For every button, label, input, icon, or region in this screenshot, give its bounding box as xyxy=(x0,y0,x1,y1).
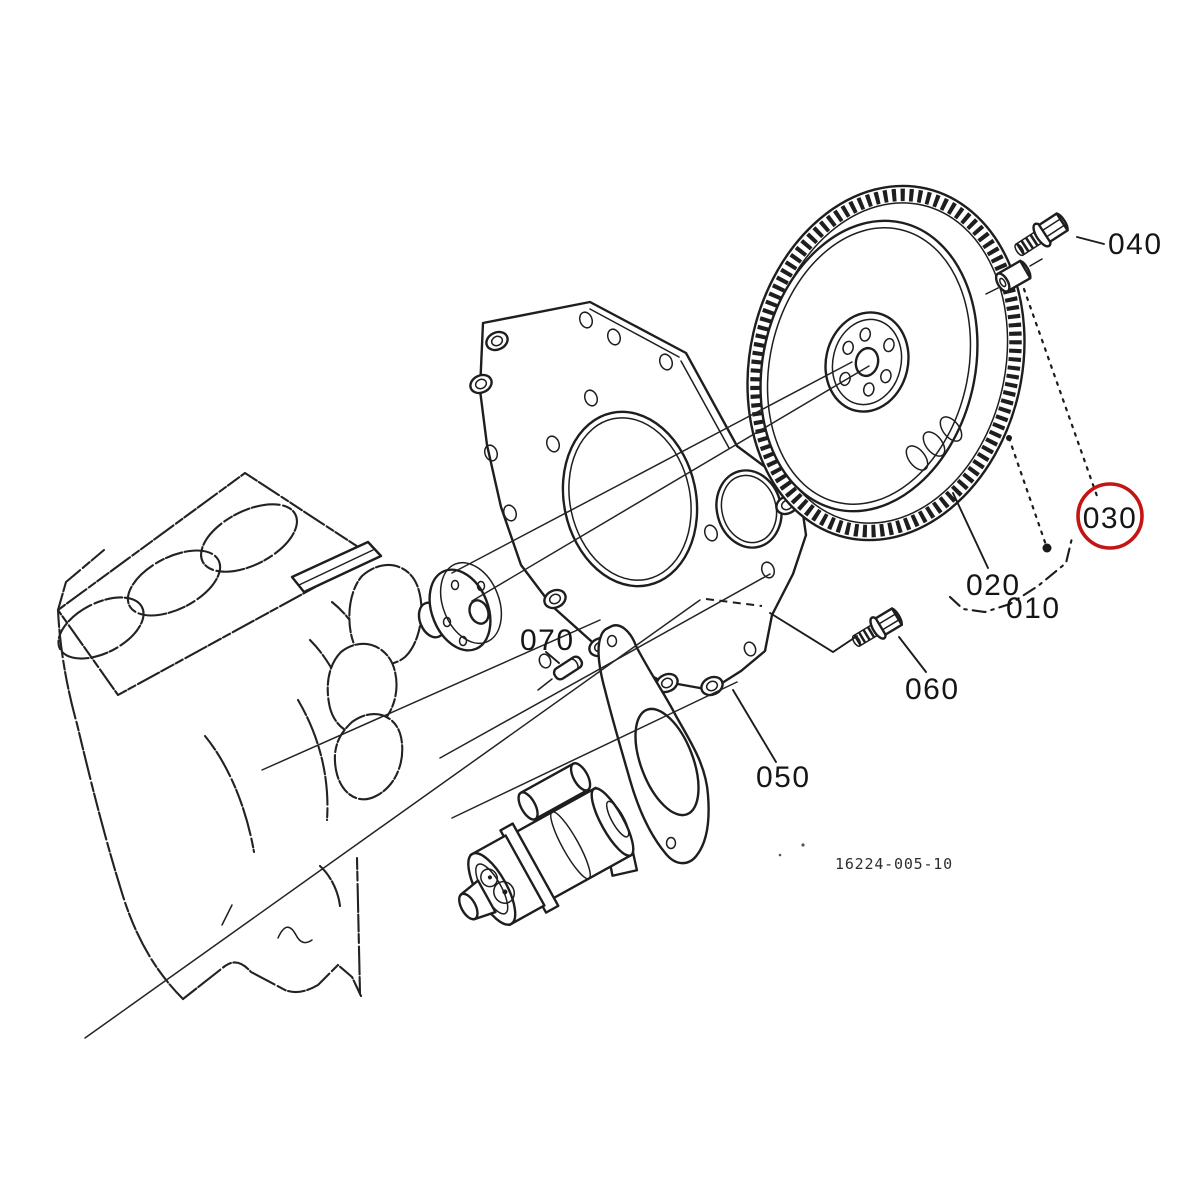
plate-bolt-060 xyxy=(851,607,903,647)
cylinder-bore xyxy=(57,503,298,660)
callout-030: 030 xyxy=(1083,502,1138,535)
dowel-pin-070 xyxy=(537,655,584,691)
leader-020 xyxy=(952,492,989,569)
crank-flange xyxy=(428,561,503,652)
flywheel-bolt-040 xyxy=(1014,212,1069,257)
bushing-030 xyxy=(985,258,1043,295)
block-rail xyxy=(290,540,383,594)
engine-block xyxy=(56,471,383,1001)
leader-040 xyxy=(1076,236,1105,245)
highlight-circle-030 xyxy=(1076,482,1144,550)
callout-060: 060 xyxy=(905,673,960,706)
callout-040: 040 xyxy=(1108,228,1163,261)
print-speck xyxy=(801,843,805,847)
leader-030 xyxy=(1022,287,1099,498)
starter-gasket xyxy=(597,624,710,865)
drawing-number: 16224-005-10 xyxy=(835,855,953,873)
crankshaft-end xyxy=(326,561,503,801)
callout-070: 070 xyxy=(520,624,575,657)
plate-bolt-holes xyxy=(483,311,776,669)
leader-010 xyxy=(1007,436,1049,550)
alignment-lines xyxy=(84,361,870,1039)
flywheel-slots xyxy=(905,416,963,471)
leader-070 xyxy=(545,651,560,664)
leader-050 xyxy=(732,689,777,763)
flywheel-hub xyxy=(824,311,910,413)
callout-050: 050 xyxy=(756,761,811,794)
callout-010: 010 xyxy=(1006,592,1061,625)
leader-lines xyxy=(545,236,1105,763)
callout-labels: 040 030 020 010 060 050 070 xyxy=(520,228,1163,794)
leader-060 xyxy=(898,636,927,673)
callout-020: 020 xyxy=(966,569,1021,602)
print-speck xyxy=(778,853,782,857)
starter-motor xyxy=(458,762,639,927)
assembly-bracket-010 xyxy=(948,536,1074,614)
leader-bolt-060-path xyxy=(769,612,858,654)
